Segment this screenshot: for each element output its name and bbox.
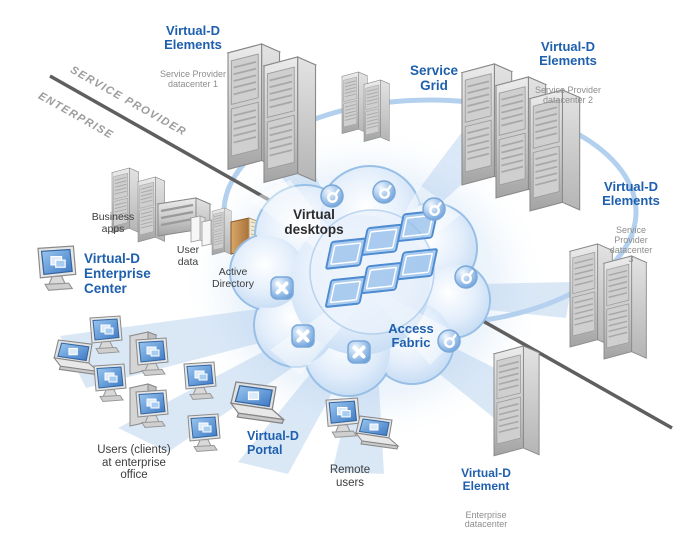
users-office-label: Users (clients) at enterprise office: [97, 444, 171, 482]
enterprise-element-label: Virtual-D Element Enterprise datacenter: [446, 449, 526, 534]
user-data-storage-icon: [156, 196, 217, 247]
desktop-pc-icon: [130, 384, 168, 428]
dc2-title: Virtual-D Elements: [539, 38, 597, 68]
business-apps-label: Business apps: [91, 211, 135, 235]
service-grid-label: Service Grid: [409, 63, 459, 93]
dc1-title: Virtual-D Elements: [164, 22, 222, 52]
dc3-label: Virtual-D Elements Service Provider data…: [594, 162, 668, 283]
monitor-icon: [325, 397, 361, 438]
active-directory-label: Active Directory: [211, 266, 254, 290]
enterprise-element-title: Virtual-D Element: [461, 465, 511, 493]
dc3-title: Virtual-D Elements: [602, 178, 660, 208]
portal-label: Virtual-D Portal: [247, 429, 299, 457]
dc3-subtitle: Service Provider datacenter 3: [609, 224, 653, 265]
enterprise-center-monitor-icon: [37, 245, 77, 291]
office-users-devices: [53, 315, 221, 452]
access-fabric-label: Access Fabric: [388, 321, 434, 351]
laptop-icon: [355, 415, 399, 450]
enterprise-server-rack-icon: [493, 345, 540, 457]
laptop-icon: [53, 339, 99, 376]
remote-users-devices: [325, 397, 399, 450]
remote-users-label: Remote users: [329, 464, 371, 489]
enterprise-element-subtitle: Enterprise datacenter: [464, 509, 508, 530]
monitor-icon: [187, 413, 221, 452]
virtual-desktops-label: Virtual desktops: [284, 207, 344, 237]
enterprise-center-label: Virtual-D Enterprise Center: [84, 251, 151, 296]
dc1-subtitle: Service Provider datacenter 1: [159, 68, 227, 89]
desktop-pc-icon: [130, 332, 168, 376]
service-grid-server-icon: [341, 71, 390, 143]
user-data-label: User data: [176, 244, 200, 268]
dc1-label: Virtual-D Elements Service Provider data…: [143, 6, 243, 107]
monitor-icon: [89, 315, 123, 354]
monitor-icon: [183, 361, 217, 400]
portal-laptop-icon: [230, 381, 285, 424]
virtual-desktops-icon: [309, 209, 439, 335]
dc2-label: Virtual-D Elements Service Provider data…: [512, 22, 624, 123]
monitor-icon: [93, 363, 127, 402]
dc2-subtitle: Service Provider datacenter 2: [534, 84, 602, 105]
